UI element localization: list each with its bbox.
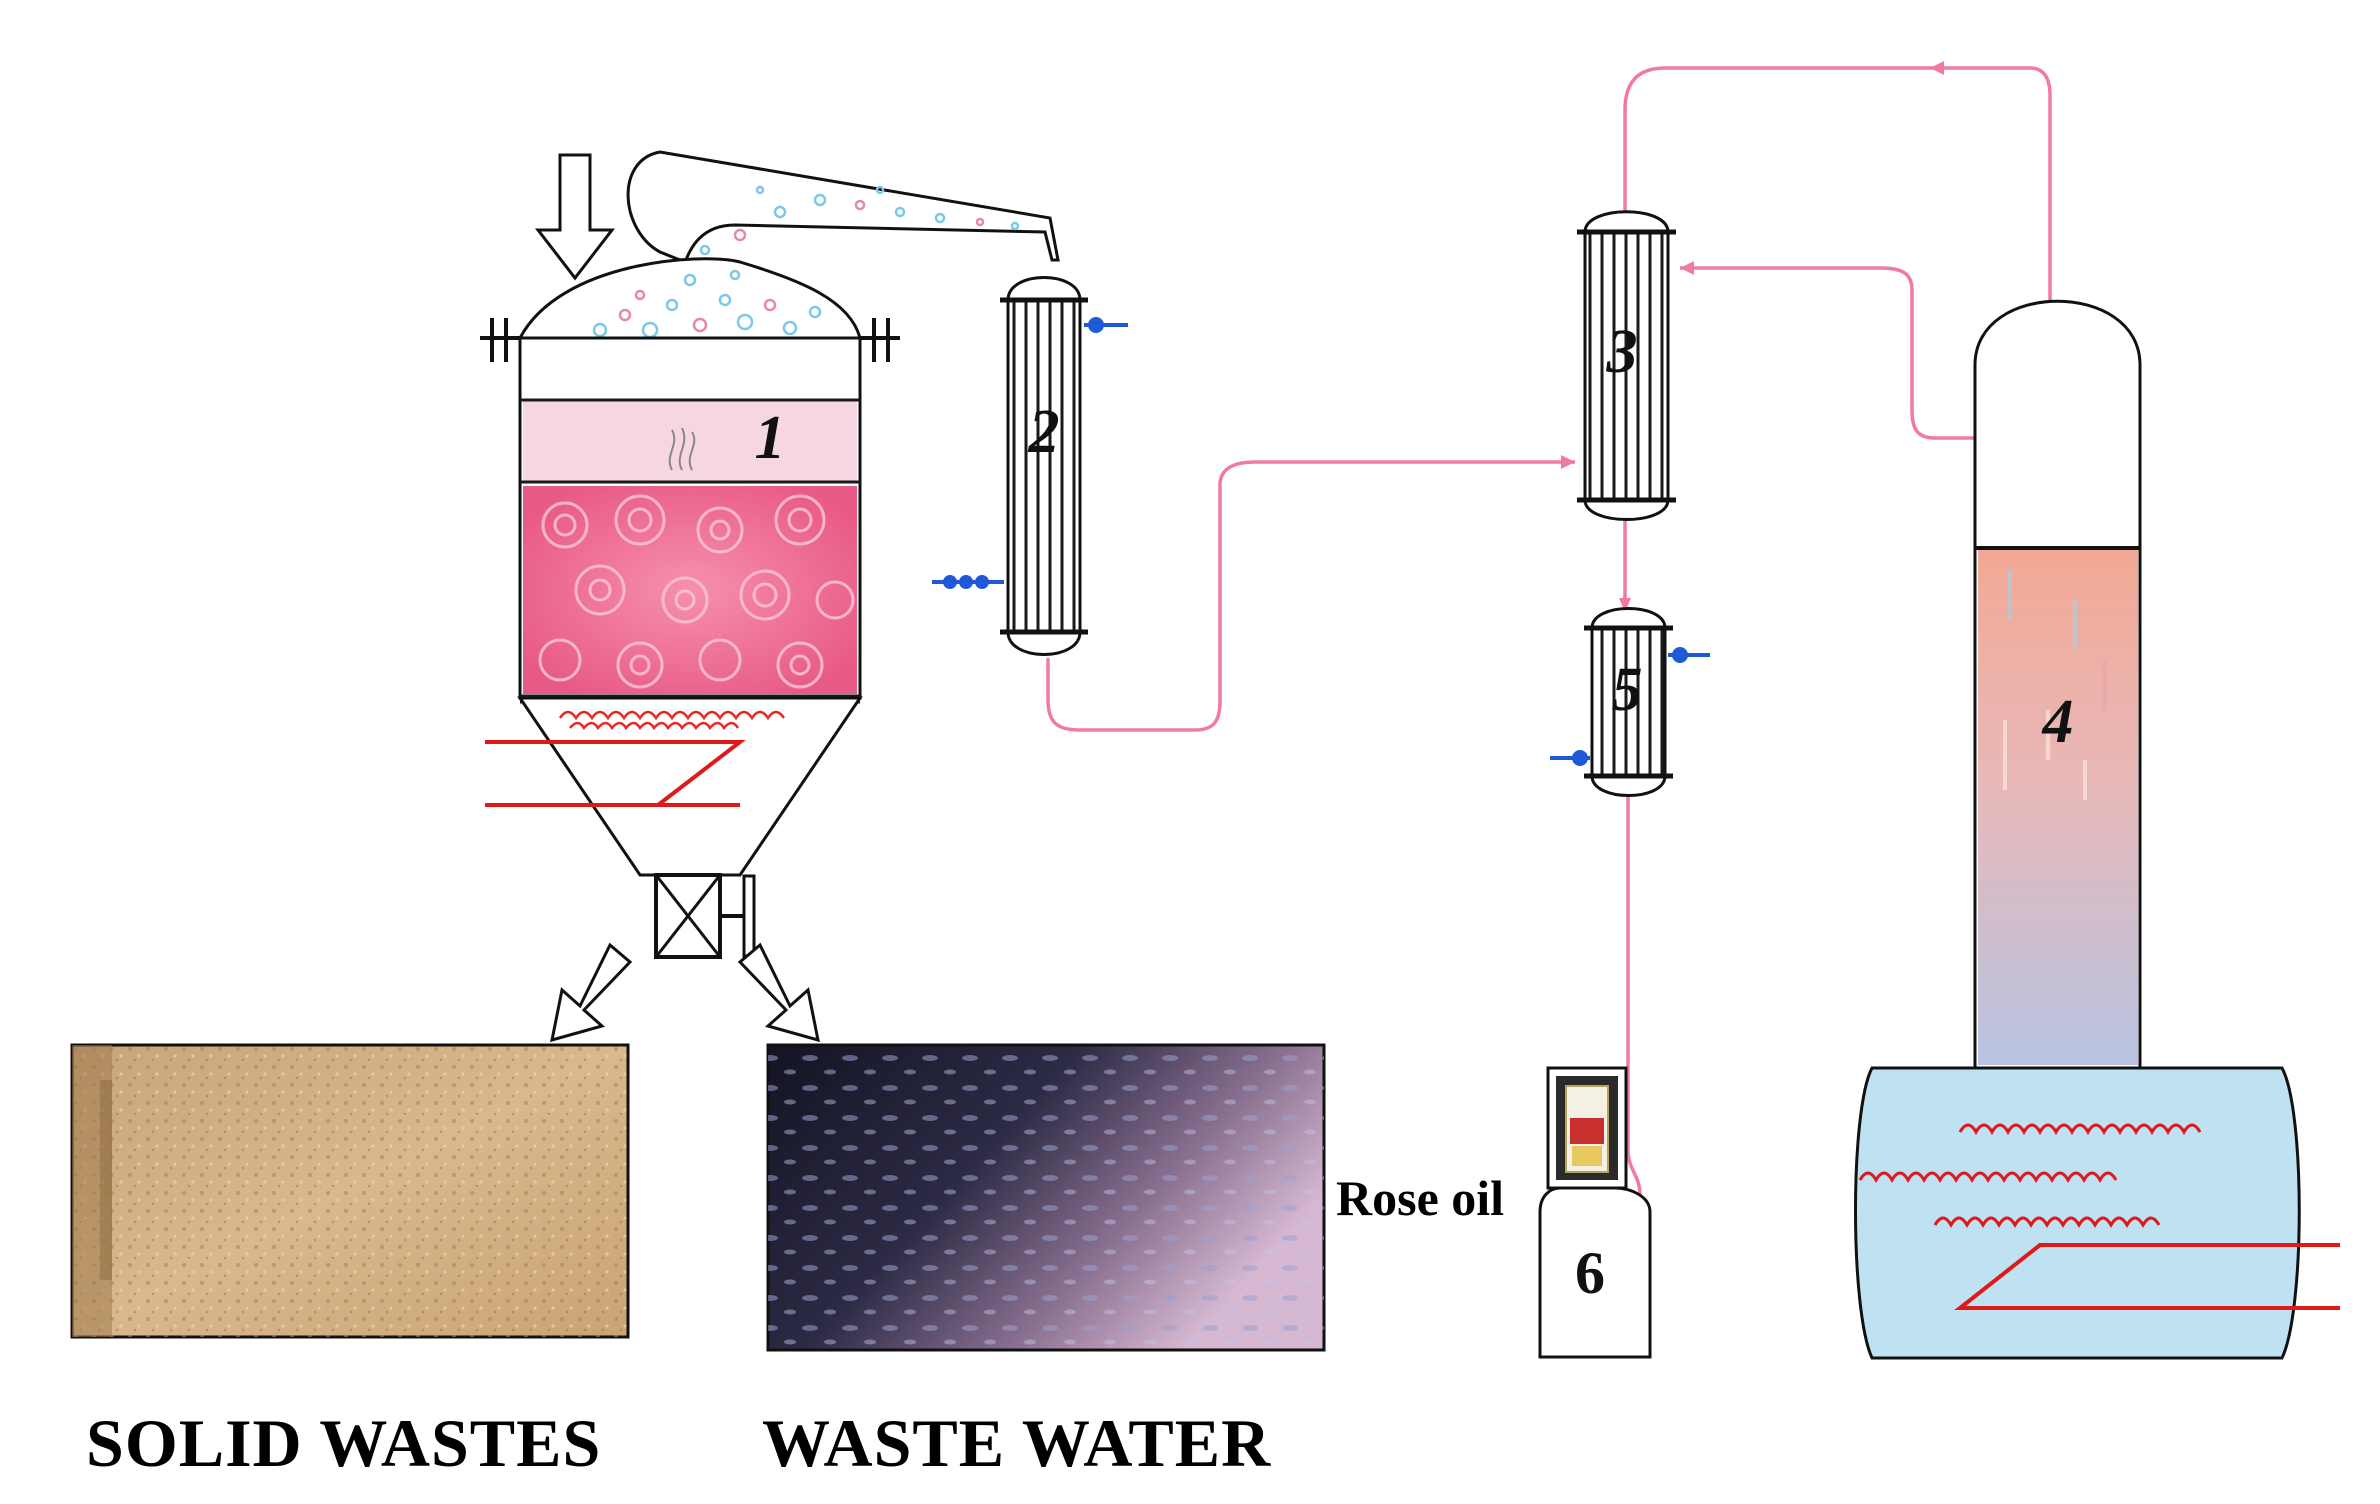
- line-3-to-4-top: [1623, 66, 2052, 310]
- cooler-5: 5: [1584, 607, 1673, 797]
- cooling-water-2: [932, 317, 1128, 589]
- boiler-heating-coil: [1954, 1243, 2340, 1310]
- vapor-pipe: [626, 150, 1060, 264]
- solid-waste-arrow: [550, 942, 633, 1043]
- waste-water-photo: [766, 1043, 1326, 1352]
- boiler-bubbles: [1858, 1123, 2202, 1229]
- cooling-water-5: [1550, 647, 1710, 766]
- unit-2-label: 2: [1028, 398, 1060, 466]
- vessel-dome: [517, 257, 862, 340]
- vessel-cone: [517, 696, 863, 877]
- unit-5-label: 5: [1612, 656, 1643, 724]
- distillation-vessel-1: 1: [480, 150, 1060, 1043]
- steam-band: [523, 400, 857, 482]
- rose-swirls: [538, 494, 855, 689]
- unit-6-label: 6: [1575, 1240, 1605, 1306]
- condenser-3: 3: [1577, 210, 1676, 521]
- discharge-valve: [654, 873, 756, 959]
- line-5-to-6: [1626, 790, 1642, 1196]
- feed-arrow: [534, 153, 616, 281]
- solid-wastes-photo: [70, 1043, 630, 1339]
- column-4: 4: [1973, 299, 2142, 1068]
- separator-6: 6: [1538, 1066, 1652, 1359]
- flange-left: [480, 318, 520, 362]
- solid-wastes-caption: SOLID WASTES: [86, 1405, 601, 1481]
- waste-water-caption: WASTE WATER: [762, 1405, 1271, 1481]
- waste-water-arrow: [737, 942, 820, 1043]
- unit-4-label: 4: [2042, 688, 2074, 756]
- unit-3-label: 3: [1606, 318, 1638, 386]
- rose-oil-label: Rose oil: [1336, 1170, 1504, 1226]
- column-droplets: [2003, 570, 2107, 800]
- line-2-to-3: [1046, 460, 1575, 732]
- condenser-2: 2: [1000, 276, 1088, 656]
- boiling-bubbles: [558, 710, 786, 731]
- steam-icon: [668, 427, 696, 471]
- unit-1-label: 1: [755, 404, 786, 472]
- boiler-4: [1854, 1066, 2340, 1360]
- steam-coil: [485, 740, 746, 807]
- flange-right: [860, 318, 900, 362]
